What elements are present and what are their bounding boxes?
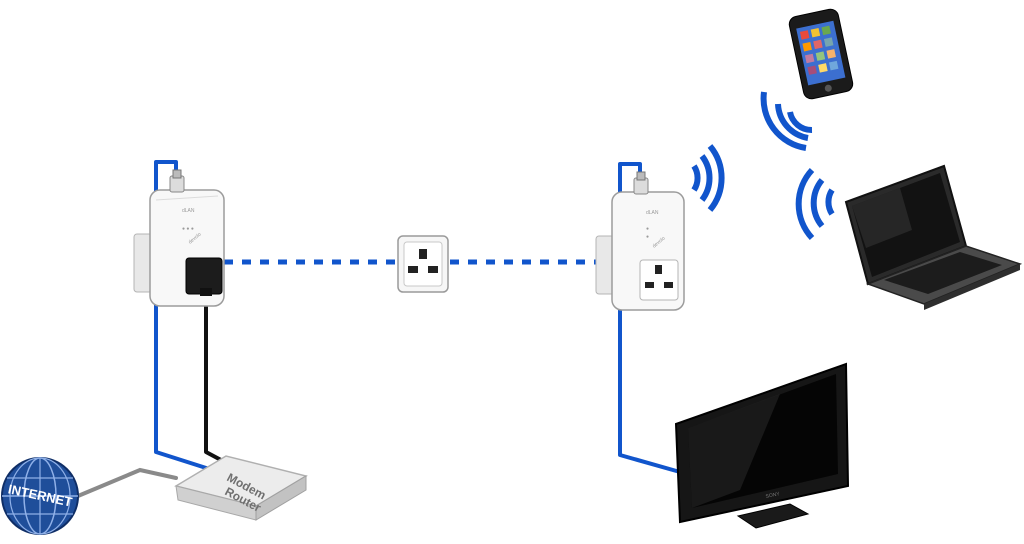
- svg-text:dLAN: dLAN: [646, 210, 659, 216]
- tv-brand-label: SONY: [765, 491, 781, 500]
- router-icon: [174, 455, 308, 521]
- laptop-icon: [844, 164, 1023, 310]
- svg-text:●: ●: [646, 226, 649, 232]
- svg-text:● ● ●: ● ● ●: [182, 226, 194, 232]
- svg-text:dLAN: dLAN: [182, 208, 195, 214]
- wan-cable: [76, 467, 178, 498]
- globe-icon: [1, 457, 79, 535]
- powerline-adapter-left: dLAN ● ● ● devolo: [133, 169, 225, 307]
- tv-icon: [674, 362, 850, 529]
- right-ethernet-cable: [618, 162, 681, 474]
- wifi-icon: [691, 144, 725, 212]
- left-ethernet-cable: [154, 160, 226, 476]
- wifi-icon-phone: [760, 91, 813, 151]
- svg-text:●: ●: [646, 234, 649, 240]
- router-power-cable: [204, 290, 237, 470]
- smartphone-icon: [788, 8, 854, 100]
- wifi-icon-laptop: [795, 167, 835, 241]
- powerline-adapter-right: dLAN ● ● devolo: [595, 171, 685, 311]
- wall-socket-icon: [397, 235, 449, 293]
